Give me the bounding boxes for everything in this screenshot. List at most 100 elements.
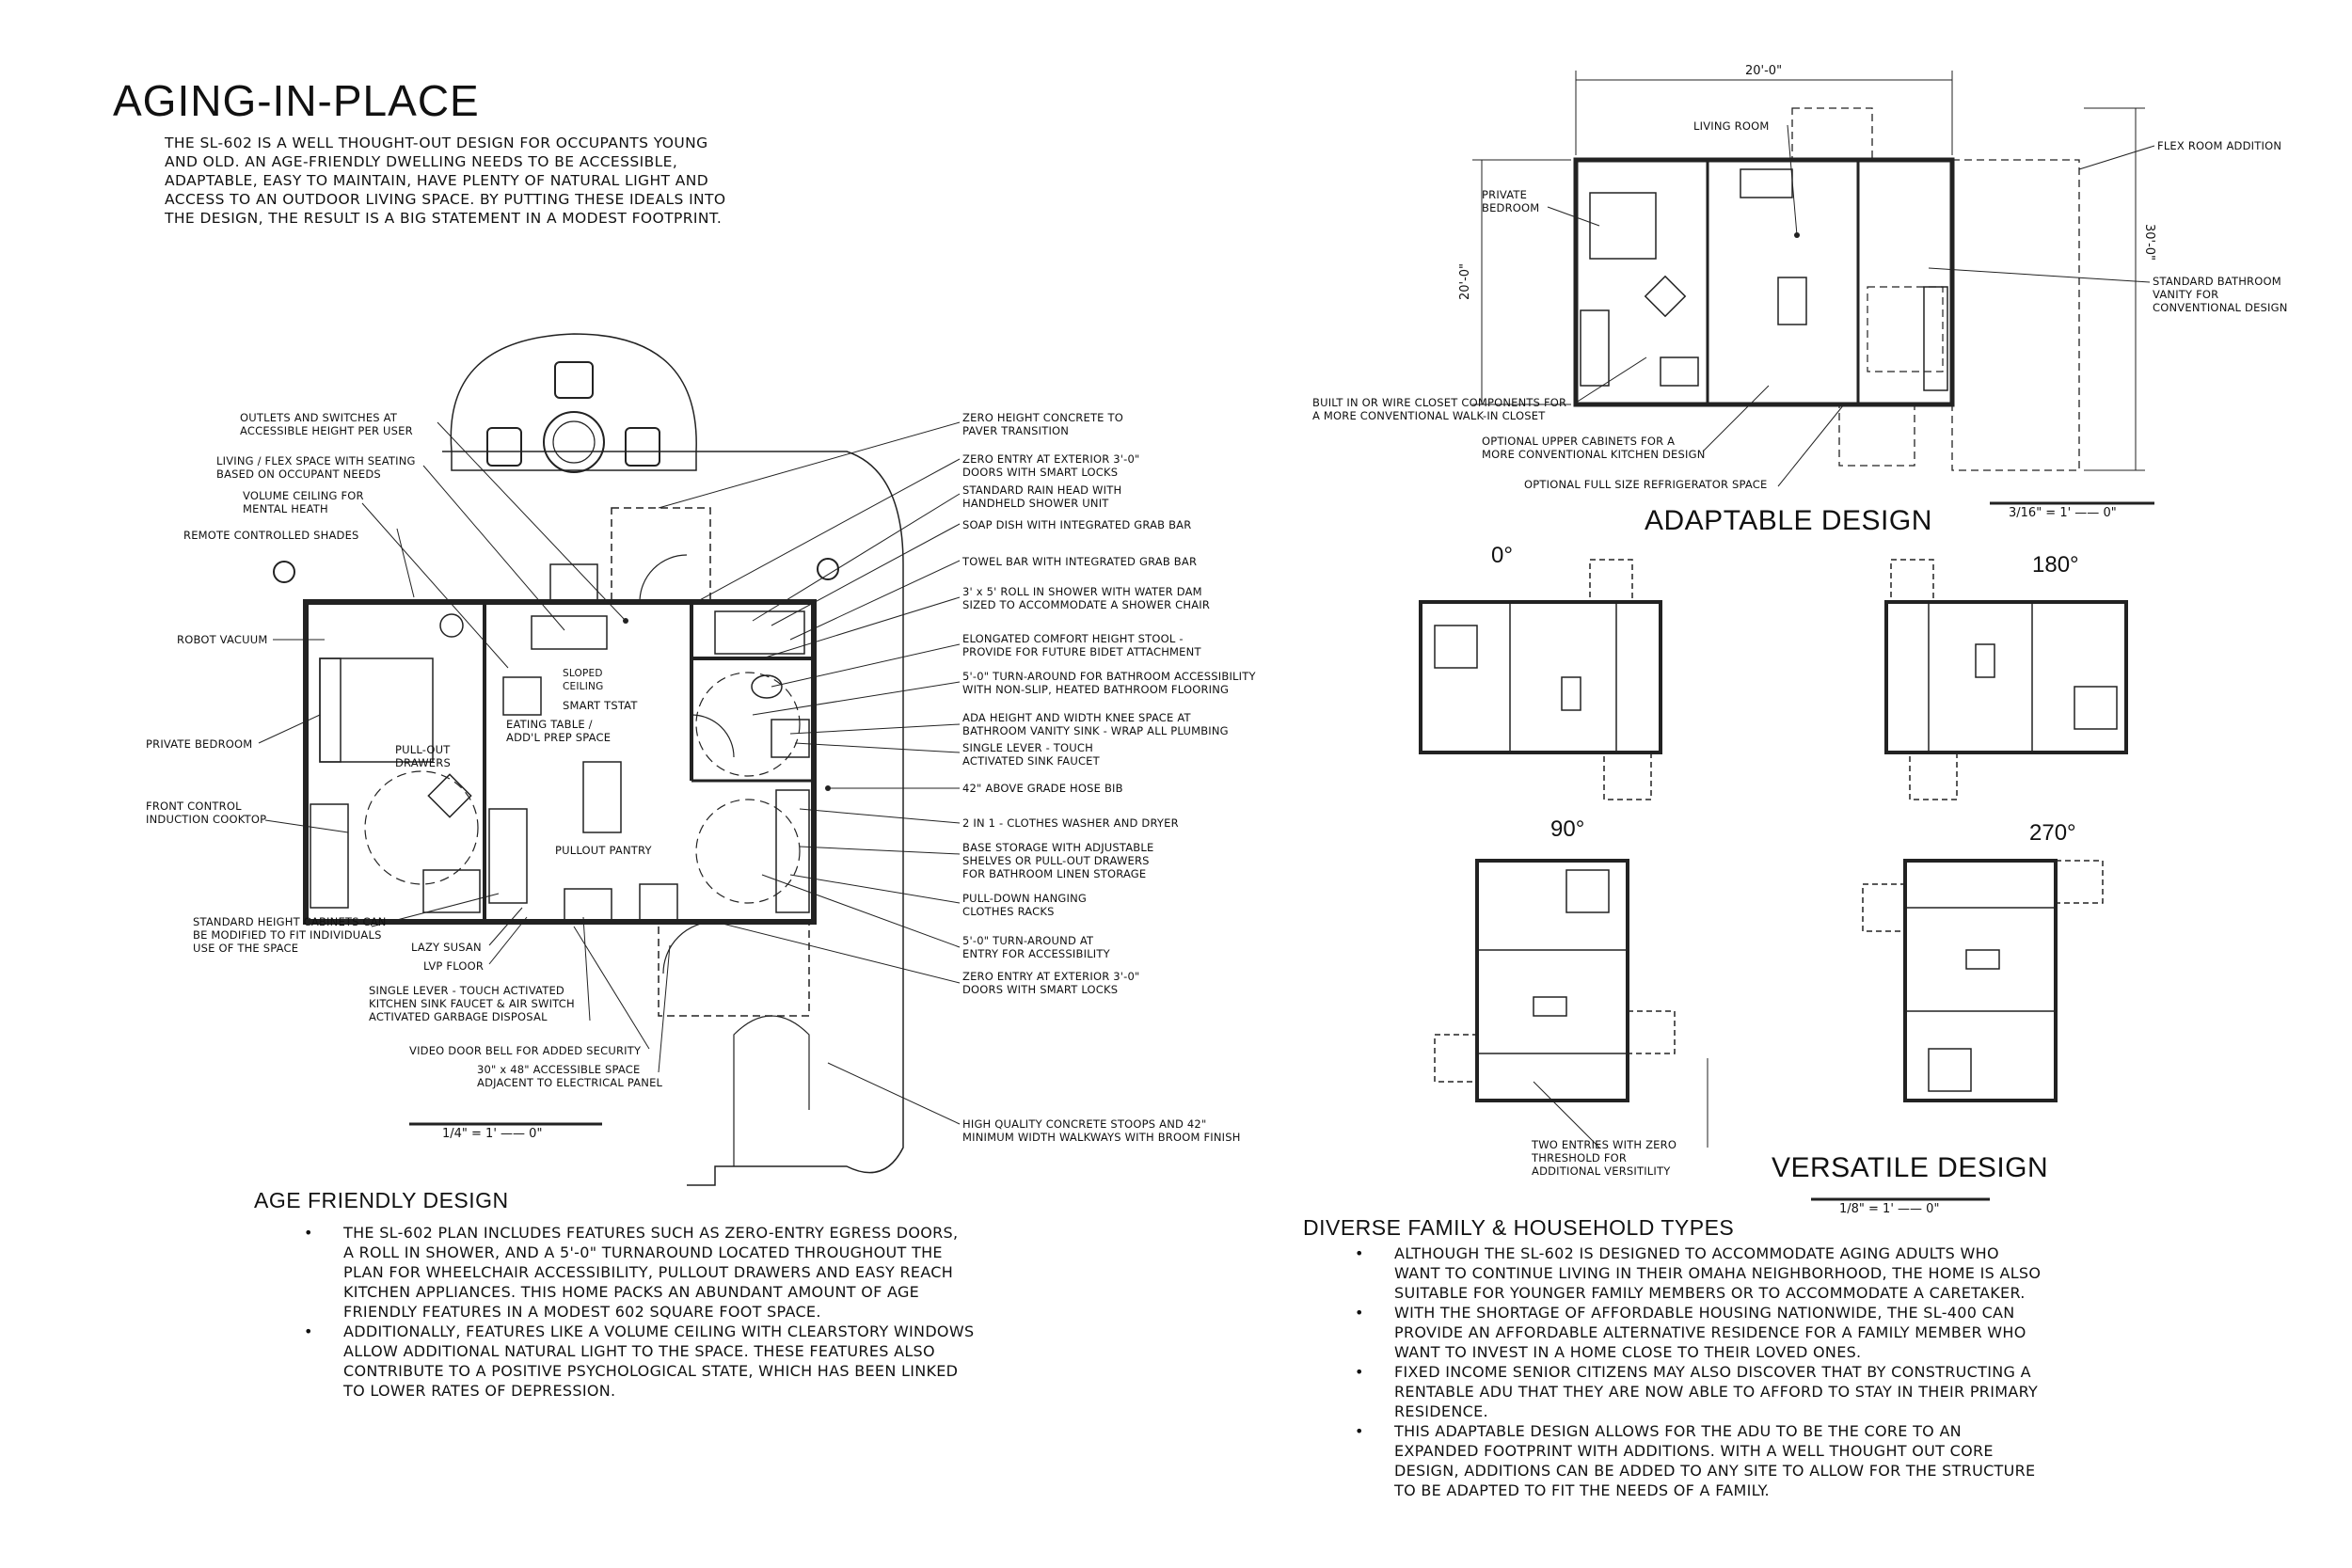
versatile-90 (1434, 859, 1676, 1102)
note-zero-entry-top: ZERO ENTRY AT EXTERIOR 3'-0" DOORS WITH … (962, 452, 1140, 479)
versatile-scale: 1/8" = 1' —— 0" (1839, 1202, 1940, 1216)
note-hanging-racks: PULL-DOWN HANGING CLOTHES RACKS (962, 892, 1087, 918)
rotation-180: 180° (2032, 552, 2079, 578)
intro-line: AND OLD. AN AGE-FRIENDLY DWELLING NEEDS … (165, 153, 678, 170)
text-line: WITH THE SHORTAGE OF AFFORDABLE HOUSING … (1394, 1304, 2015, 1322)
versatile-180 (1884, 559, 2128, 800)
note-bath-turnaround: 5'-0" TURN-AROUND FOR BATHROOM ACCESSIBI… (962, 670, 1256, 696)
note-comfort-stool: ELONGATED COMFORT HEIGHT STOOL - PROVIDE… (962, 632, 1201, 658)
note-ada-knee-space: ADA HEIGHT AND WIDTH KNEE SPACE AT BATHR… (962, 711, 1229, 737)
intro-line: ACCESS TO AN OUTDOOR LIVING SPACE. BY PU… (165, 191, 726, 208)
note-smart-tstat: SMART TSTAT (563, 699, 638, 712)
text-line: RENTABLE ADU THAT THEY ARE NOW ABLE TO A… (1394, 1383, 2039, 1401)
adaptable-dim-top: 20'-0" (1745, 64, 1783, 78)
age-friendly-list: • THE SL-602 PLAN INCLUDES FEATURES SUCH… (304, 1223, 1038, 1401)
text-line: ADDITIONALLY, FEATURES LIKE A VOLUME CEI… (343, 1323, 975, 1340)
note-private-bedroom: PRIVATE BEDROOM (146, 737, 253, 751)
adaptable-note-living-room: LIVING ROOM (1693, 119, 1770, 133)
page-title: AGING-IN-PLACE (113, 76, 480, 125)
note-roll-in-shower: 3' x 5' ROLL IN SHOWER WITH WATER DAM SI… (962, 585, 1211, 611)
versatile-note-two-entries: TWO ENTRIES WITH ZERO THRESHOLD FOR ADDI… (1532, 1138, 1677, 1178)
intro-paragraph: THE SL-602 IS A WELL THOUGHT-OUT DESIGN … (165, 134, 800, 228)
text-line: THE SL-602 PLAN INCLUDES FEATURES SUCH A… (343, 1224, 959, 1242)
text-line: ALLOW ADDITIONAL NATURAL LIGHT TO THE SP… (343, 1342, 935, 1360)
versatile-heading: VERSATILE DESIGN (1772, 1152, 2049, 1183)
note-washer-dryer: 2 IN 1 - CLOTHES WASHER AND DRYER (962, 816, 1179, 830)
rotation-90: 90° (1550, 816, 1585, 842)
versatile-0 (1419, 559, 1662, 800)
text-line: CONTRIBUTE TO A POSITIVE PSYCHOLOGICAL S… (343, 1362, 959, 1380)
main-floor-plan (273, 333, 904, 1186)
text-line: SUITABLE FOR YOUNGER FAMILY MEMBERS OR T… (1394, 1284, 2026, 1302)
bullet: • (1355, 1363, 1364, 1381)
text-line: KITCHEN APPLIANCES. THIS HOME PACKS AN A… (343, 1283, 920, 1301)
versatile-270 (1862, 859, 2104, 1102)
list-item: • FIXED INCOME SENIOR CITIZENS MAY ALSO … (1355, 1362, 2107, 1421)
age-friendly-heading: AGE FRIENDLY DESIGN (254, 1188, 509, 1212)
text-line: DESIGN, ADDITIONS CAN BE ADDED TO ANY SI… (1394, 1462, 2036, 1480)
note-living-flex: LIVING / FLEX SPACE WITH SEATING BASED O… (216, 454, 416, 481)
rotation-0: 0° (1491, 543, 1513, 568)
adaptable-note-closet: BUILT IN OR WIRE CLOSET COMPONENTS FOR A… (1312, 396, 1567, 422)
text-line: TO LOWER RATES OF DEPRESSION. (343, 1382, 616, 1400)
adaptable-note-bathroom-vanity: STANDARD BATHROOM VANITY FOR CONVENTIONA… (2153, 275, 2288, 314)
note-zero-height-concrete: ZERO HEIGHT CONCRETE TO PAVER TRANSITION (962, 411, 1123, 437)
note-eating-table: EATING TABLE / ADD'L PREP SPACE (506, 718, 612, 744)
note-robot-vacuum: ROBOT VACUUM (177, 633, 268, 646)
adaptable-note-upper-cabinets: OPTIONAL UPPER CABINETS FOR A MORE CONVE… (1482, 435, 1706, 461)
list-item: • THIS ADAPTABLE DESIGN ALLOWS FOR THE A… (1355, 1421, 2107, 1500)
note-base-storage: BASE STORAGE WITH ADJUSTABLE SHELVES OR … (962, 841, 1154, 880)
note-volume-ceiling: VOLUME CEILING FOR MENTAL HEATH (243, 489, 364, 515)
adaptable-note-refrigerator: OPTIONAL FULL SIZE REFRIGERATOR SPACE (1524, 478, 1768, 491)
text-line: PLAN FOR WHEELCHAIR ACCESSIBILITY, PULLO… (343, 1263, 954, 1281)
main-plan-scale: 1/4" = 1' —— 0" (442, 1127, 543, 1141)
note-video-doorbell: VIDEO DOOR BELL FOR ADDED SECURITY (409, 1044, 642, 1057)
text-line: RESIDENCE. (1394, 1402, 1488, 1420)
intro-line: THE SL-602 IS A WELL THOUGHT-OUT DESIGN … (165, 135, 708, 151)
note-rain-head: STANDARD RAIN HEAD WITH HANDHELD SHOWER … (962, 483, 1122, 510)
list-item: • THE SL-602 PLAN INCLUDES FEATURES SUCH… (304, 1223, 1038, 1322)
note-concrete-stoops: HIGH QUALITY CONCRETE STOOPS AND 42" MIN… (962, 1117, 1241, 1144)
note-towel-bar: TOWEL BAR WITH INTEGRATED GRAB BAR (962, 555, 1198, 568)
bullet: • (1355, 1304, 1364, 1322)
bullet: • (1355, 1422, 1364, 1440)
adaptable-note-flex-room: FLEX ROOM ADDITION (2157, 139, 2282, 152)
adaptable-floor-plan (1472, 71, 2154, 505)
note-pullout-drawers: PULL-OUT DRAWERS (395, 743, 451, 769)
text-line: TO BE ADAPTED TO FIT THE NEEDS OF A FAMI… (1394, 1481, 1770, 1499)
text-line: EXPANDED FOOTPRINT WITH ADDITIONS. WITH … (1394, 1442, 1994, 1460)
note-zero-entry-bottom: ZERO ENTRY AT EXTERIOR 3'-0" DOORS WITH … (962, 970, 1140, 996)
text-line: FIXED INCOME SENIOR CITIZENS MAY ALSO DI… (1394, 1363, 2031, 1381)
text-line: ALTHOUGH THE SL-602 IS DESIGNED TO ACCOM… (1394, 1244, 1999, 1262)
text-line: WANT TO INVEST IN A HOME CLOSE TO THEIR … (1394, 1343, 1862, 1361)
bullet: • (1355, 1244, 1364, 1262)
note-lvp-floor: LVP FLOOR (423, 959, 485, 973)
list-item: • ALTHOUGH THE SL-602 IS DESIGNED TO ACC… (1355, 1243, 2107, 1303)
text-line: THIS ADAPTABLE DESIGN ALLOWS FOR THE ADU… (1394, 1422, 1962, 1440)
note-soap-dish: SOAP DISH WITH INTEGRATED GRAB BAR (962, 518, 1192, 531)
bullet: • (304, 1323, 313, 1340)
note-cabinets: STANDARD HEIGHT CABINETS CAN BE MODIFIED… (193, 915, 387, 955)
note-kitchen-sink: SINGLE LEVER - TOUCH ACTIVATED KITCHEN S… (369, 984, 575, 1023)
intro-line: THE DESIGN, THE RESULT IS A BIG STATEMEN… (165, 210, 723, 227)
adaptable-heading: ADAPTABLE DESIGN (1645, 505, 1932, 536)
note-sloped-ceiling: SLOPED CEILING (563, 668, 604, 692)
diverse-heading: DIVERSE FAMILY & HOUSEHOLD TYPES (1303, 1215, 1735, 1240)
note-pullout-pantry: PULLOUT PANTRY (555, 844, 652, 857)
note-sink-faucet: SINGLE LEVER - TOUCH ACTIVATED SINK FAUC… (962, 741, 1100, 768)
diverse-list: • ALTHOUGH THE SL-602 IS DESIGNED TO ACC… (1355, 1243, 2107, 1500)
adaptable-scale: 3/16" = 1' —— 0" (2009, 506, 2117, 520)
rotation-270: 270° (2029, 820, 2076, 846)
adaptable-dim-right: 30'-0" (2142, 223, 2157, 261)
note-entry-turnaround: 5'-0" TURN-AROUND AT ENTRY FOR ACCESSIBI… (962, 934, 1110, 960)
adaptable-note-private-bedroom: PRIVATE BEDROOM (1482, 188, 1540, 214)
text-line: PROVIDE AN AFFORDABLE ALTERNATIVE RESIDE… (1394, 1323, 2026, 1341)
note-accessible-space: 30" x 48" ACCESSIBLE SPACE ADJACENT TO E… (477, 1063, 663, 1089)
note-outlets: OUTLETS AND SWITCHES AT ACCESSIBLE HEIGH… (240, 411, 413, 437)
note-lazy-susan: LAZY SUSAN (411, 941, 482, 954)
note-remote-shades: REMOTE CONTROLLED SHADES (183, 529, 359, 542)
leader-lines (258, 124, 2155, 1148)
text-line: FRIENDLY FEATURES IN A MODEST 602 SQUARE… (343, 1303, 821, 1321)
text-line: WANT TO CONTINUE LIVING IN THEIR OMAHA N… (1394, 1264, 2042, 1282)
